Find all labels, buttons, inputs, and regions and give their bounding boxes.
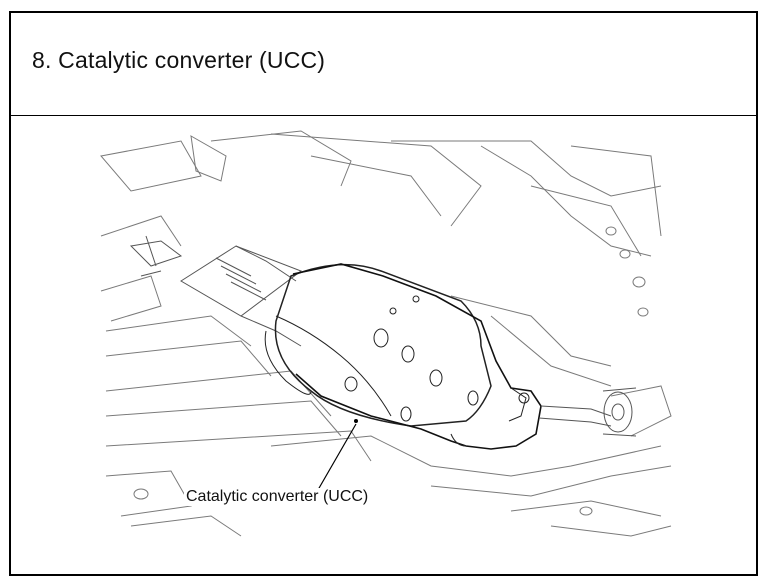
document-frame: 8. Catalytic converter (UCC)	[9, 11, 758, 576]
front-exhaust-pipe	[129, 235, 303, 347]
page-title: 8. Catalytic converter (UCC)	[32, 47, 326, 73]
catalytic-converter-body	[264, 263, 542, 450]
catalytic-converter-figure: Catalytic converter (UCC)	[11, 116, 756, 574]
callout-label: Catalytic converter (UCC)	[184, 488, 371, 506]
document-header: 8. Catalytic converter (UCC)	[11, 13, 756, 116]
callout-anchor-dot	[354, 419, 358, 423]
underbody-illustration	[100, 130, 672, 537]
underbody-background-lines	[100, 130, 672, 537]
rear-exhaust-pipe	[538, 387, 637, 437]
